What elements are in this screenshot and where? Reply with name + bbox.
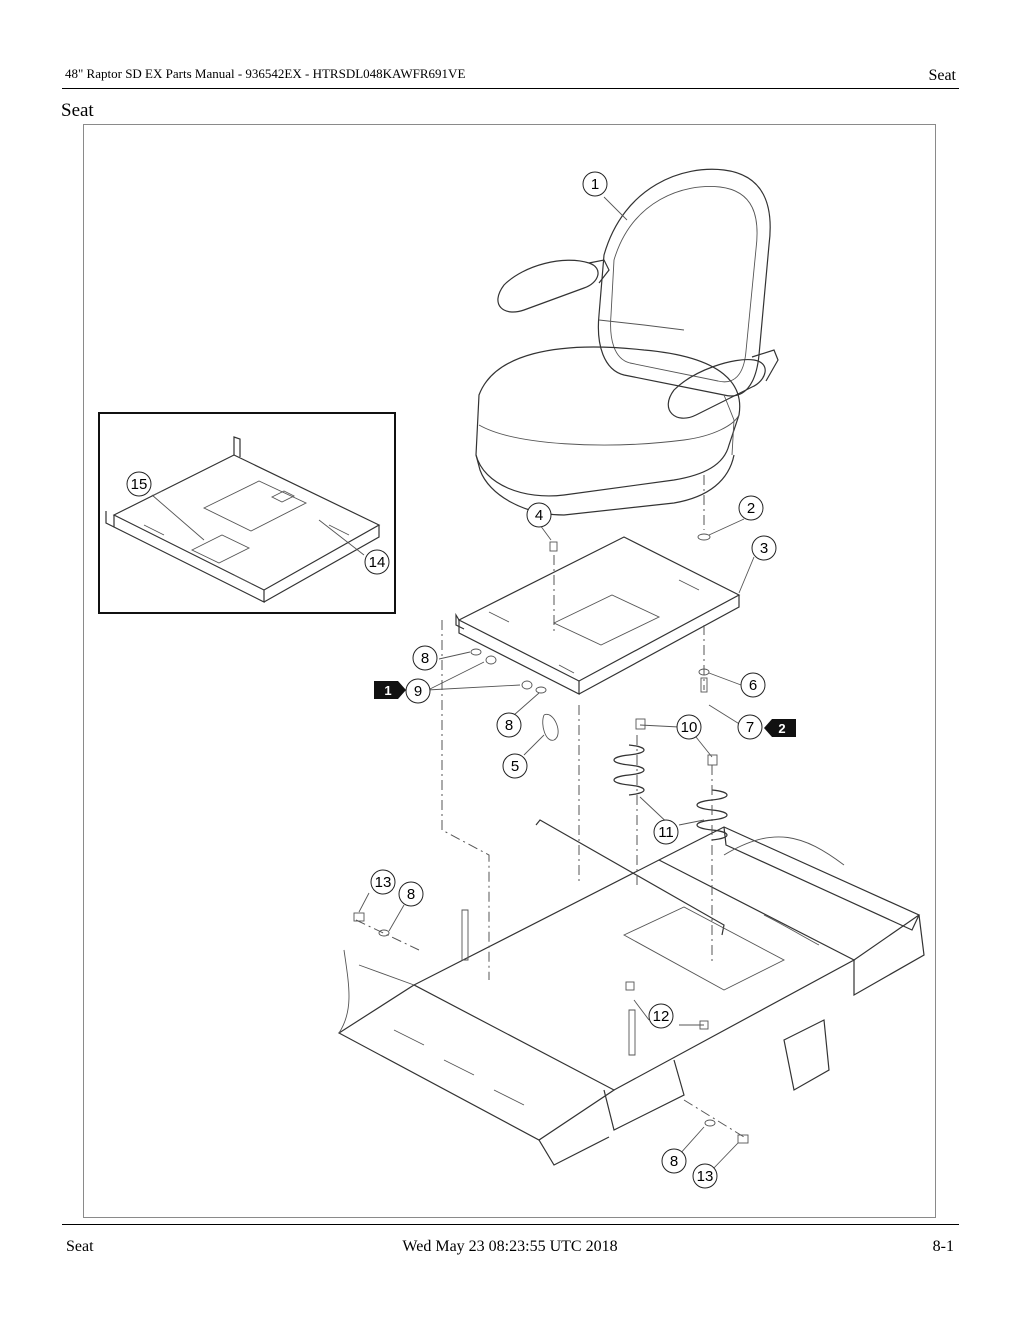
svg-text:4: 4 bbox=[535, 507, 543, 524]
callout-5: 5 bbox=[502, 753, 528, 779]
footer-timestamp: Wed May 23 08:23:55 UTC 2018 bbox=[402, 1238, 618, 1255]
callout-2: 2 bbox=[738, 495, 764, 521]
svg-text:10: 10 bbox=[681, 719, 698, 736]
svg-text:14: 14 bbox=[369, 554, 386, 571]
svg-text:9: 9 bbox=[414, 683, 422, 700]
header-rule bbox=[62, 88, 959, 89]
svg-text:7: 7 bbox=[746, 719, 754, 736]
svg-text:8: 8 bbox=[505, 717, 513, 734]
svg-text:13: 13 bbox=[697, 1168, 714, 1185]
header-section-name: Seat bbox=[928, 67, 956, 84]
callout-7: 7 bbox=[737, 714, 763, 740]
inset-detail bbox=[98, 412, 396, 614]
svg-text:12: 12 bbox=[653, 1008, 670, 1025]
callout-leaders bbox=[151, 196, 755, 1171]
callout-8-a: 8 bbox=[412, 645, 438, 671]
seat-pan-drawing bbox=[455, 536, 741, 695]
page-number: 8-1 bbox=[932, 1238, 954, 1255]
hardware-drawing bbox=[353, 533, 749, 1144]
reference-tag-1: 1 bbox=[374, 681, 406, 699]
svg-text:6: 6 bbox=[749, 677, 757, 694]
callout-4: 4 bbox=[526, 502, 552, 528]
callout-8-b: 8 bbox=[496, 712, 522, 738]
svg-text:11: 11 bbox=[658, 824, 674, 841]
svg-text:13: 13 bbox=[375, 874, 392, 891]
svg-text:15: 15 bbox=[131, 476, 148, 493]
manual-title: 48" Raptor SD EX Parts Manual - 936542EX… bbox=[65, 66, 466, 81]
footer-rule bbox=[62, 1224, 959, 1225]
page-title: Seat bbox=[61, 100, 94, 121]
callout-13-a: 13 bbox=[370, 869, 396, 895]
seat-drawing bbox=[475, 168, 779, 516]
callout-8-c: 8 bbox=[398, 881, 424, 907]
svg-text:5: 5 bbox=[511, 758, 519, 775]
callout-15: 15 bbox=[126, 471, 152, 497]
frame-drawing bbox=[337, 819, 925, 1166]
svg-text:2: 2 bbox=[778, 721, 785, 736]
callout-9: 9 bbox=[405, 678, 431, 704]
reference-tag-2: 2 bbox=[764, 719, 796, 737]
callout-13-b: 13 bbox=[692, 1163, 718, 1189]
svg-text:1: 1 bbox=[591, 176, 599, 193]
svg-text:8: 8 bbox=[670, 1153, 678, 1170]
exploded-view-drawing: 1 2 3 4 5 6 7 8 8 8 8 9 10 11 12 13 13 1… bbox=[98, 168, 925, 1189]
callout-10: 10 bbox=[676, 714, 702, 740]
callout-8-d: 8 bbox=[661, 1148, 687, 1174]
callout-1: 1 bbox=[582, 171, 608, 197]
svg-text:1: 1 bbox=[384, 683, 391, 698]
svg-text:2: 2 bbox=[747, 500, 755, 517]
callout-3: 3 bbox=[751, 535, 777, 561]
footer-section-name: Seat bbox=[66, 1238, 94, 1255]
assembly-lines bbox=[355, 475, 745, 1138]
callout-6: 6 bbox=[740, 672, 766, 698]
parts-diagram: 1 2 3 4 5 6 7 8 8 8 8 9 10 11 12 13 13 1… bbox=[83, 124, 936, 1218]
callout-11: 11 bbox=[653, 819, 679, 845]
callout-12: 12 bbox=[648, 1003, 674, 1029]
callout-14: 14 bbox=[364, 549, 390, 575]
svg-text:3: 3 bbox=[760, 540, 768, 557]
svg-text:8: 8 bbox=[421, 650, 429, 667]
svg-text:8: 8 bbox=[407, 886, 415, 903]
